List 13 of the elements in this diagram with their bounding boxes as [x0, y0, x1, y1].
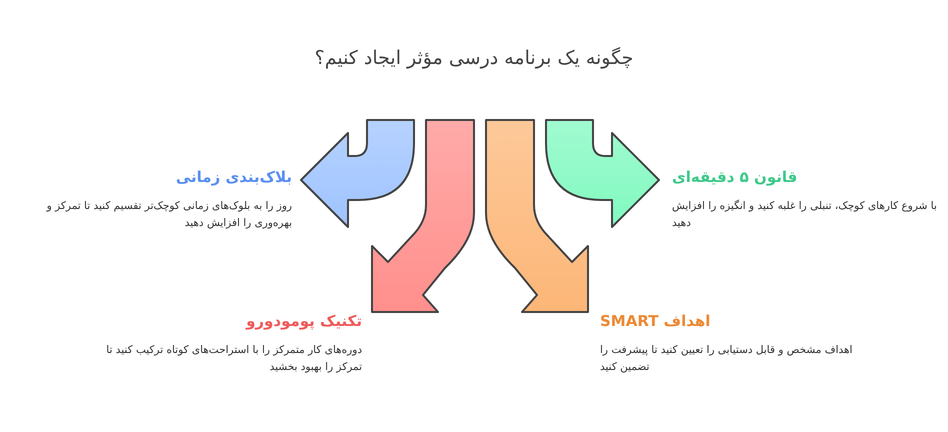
topic-description: دوره‌های کار متمرکز را با استراحت‌های کوتاه ترکیب کنید تا تمرکز را بهبود بخشید: [105, 343, 362, 375]
curved-arrow: [485, 119, 589, 313]
curved-arrow: [300, 119, 415, 228]
topic-description: با شروع کارهای کوچک، تنبلی را غلبه کنید و انگیزه را افزایش دهید: [672, 198, 938, 231]
topic-heading: قانون ۵ دقیقه‌ای: [672, 168, 798, 186]
topic-heading: تکنیک پومودورو: [244, 312, 362, 330]
curved-arrow: [371, 119, 475, 313]
title: چگونه یک برنامه درسی مؤثر ایجاد کنیم؟: [314, 46, 634, 71]
curved-arrow: [545, 119, 660, 228]
topic-heading: اهداف SMART: [600, 312, 712, 330]
topic-description: روز را به بلوک‌های زمانی کوچک‌تر تقسیم کنید تا تمرکز و بهره‌وری را افزایش دهید: [45, 199, 292, 231]
topic-heading: بلاک‌بندی زمانی: [174, 168, 292, 186]
topic-description: اهداف مشخص و قابل دستیابی را تعیین کنید تا پیشرفت را تضمین کنید: [600, 343, 854, 375]
